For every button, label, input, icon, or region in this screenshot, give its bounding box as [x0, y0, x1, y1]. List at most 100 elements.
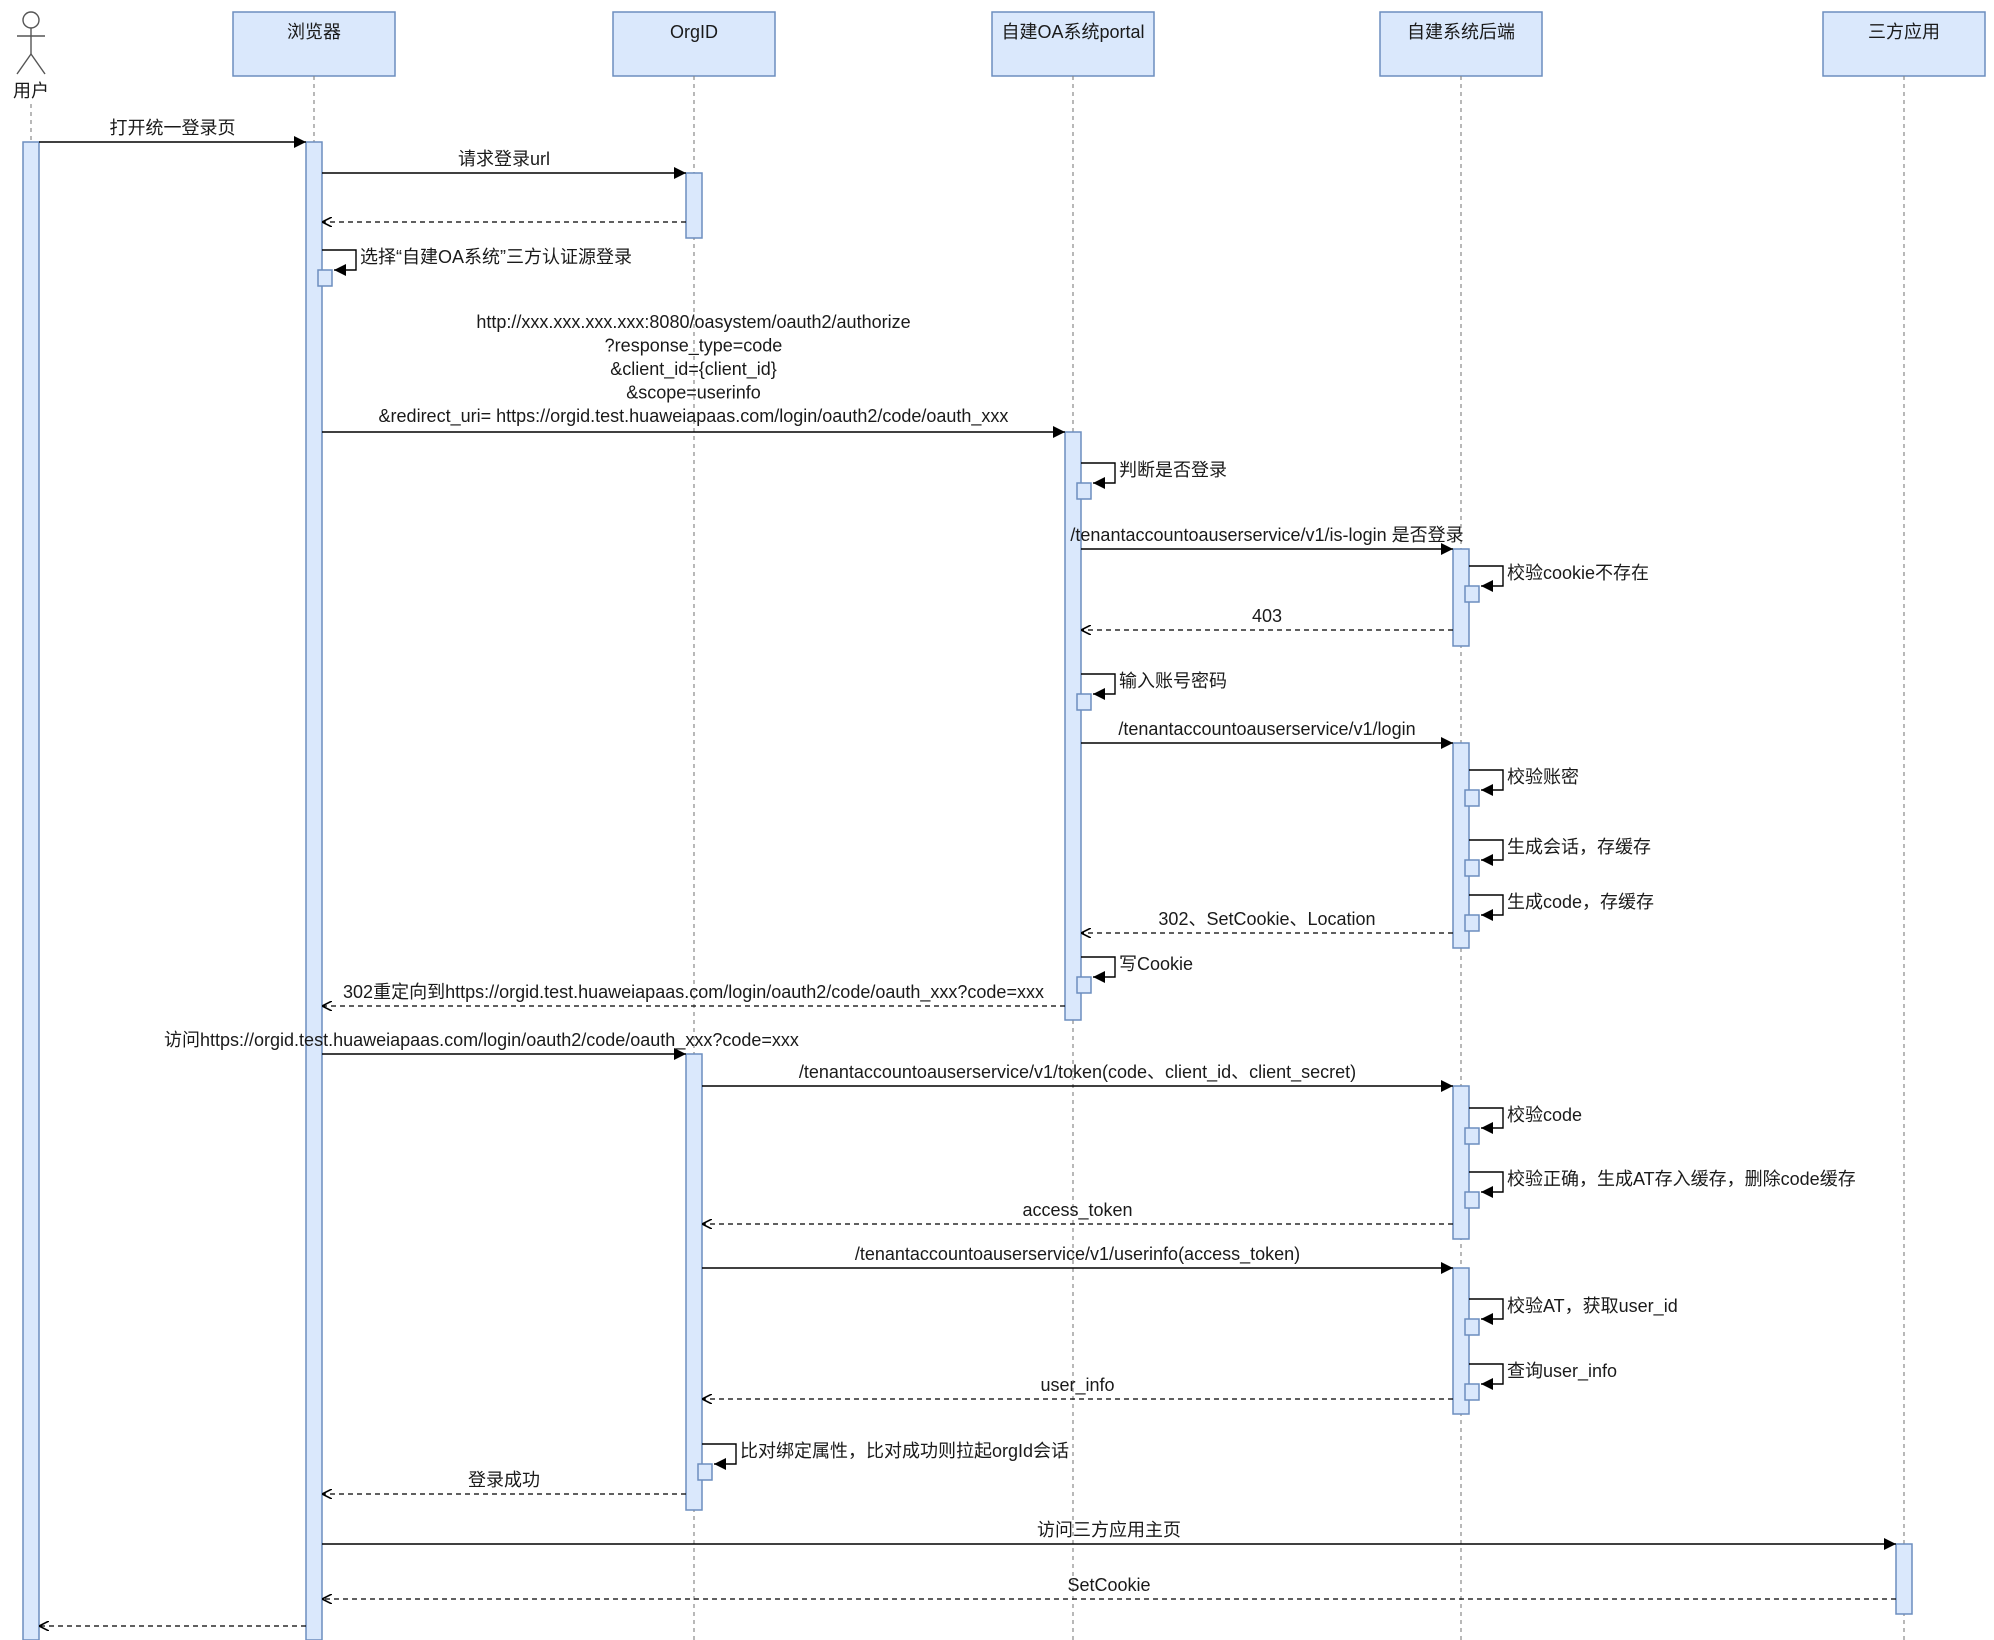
message-m15: 302、SetCookie、Location	[1081, 909, 1453, 933]
message-label-line: &scope=userinfo	[626, 383, 761, 403]
message-m2: 请求登录url	[322, 149, 686, 179]
nested-activation	[1464, 1191, 1480, 1209]
activation-bar	[685, 1053, 703, 1511]
message-label: 判断是否登录	[1119, 460, 1227, 480]
nested-activation	[697, 1463, 713, 1481]
self-message-arrow	[1469, 1363, 1504, 1390]
message-m20: 校验code	[1464, 1105, 1582, 1145]
message-label-line: &redirect_uri= https://orgid.test.huawei…	[379, 406, 1009, 427]
message-label: 302重定向到https://orgid.test.huaweiapaas.co…	[343, 982, 1044, 1003]
nested-activation	[1464, 585, 1480, 603]
self-message-arrow	[1469, 565, 1504, 592]
participant-portal: 自建OA系统portal	[991, 11, 1155, 77]
message-label: access_token	[1022, 1200, 1132, 1221]
message-m1: 打开统一登录页	[39, 118, 306, 148]
message-label: 查询user_info	[1507, 1361, 1617, 1382]
message-label: 写Cookie	[1119, 954, 1193, 974]
message-label: 302、SetCookie、Location	[1158, 909, 1375, 929]
message-label: 生成会话，存缓存	[1507, 837, 1651, 857]
participant-label: 自建系统后端	[1407, 22, 1515, 42]
nested-activation	[1076, 482, 1092, 500]
message-m5: http://xxx.xxx.xxx.xxx:8080/oasystem/oau…	[322, 312, 1065, 438]
nested-activation	[1464, 914, 1480, 932]
message-m9: 403	[1081, 606, 1453, 630]
participant-user: 用户	[13, 11, 49, 101]
message-m28: 登录成功	[322, 1470, 686, 1494]
message-label: 校验AT，获取user_id	[1507, 1296, 1678, 1317]
message-m24: 校验AT，获取user_id	[1464, 1296, 1678, 1336]
nested-activation	[1076, 976, 1092, 994]
nested-activation	[317, 269, 333, 287]
participant-label: 浏览器	[287, 22, 341, 42]
message-m27: 比对绑定属性，比对成功则拉起orgId会话	[697, 1441, 1069, 1481]
message-m25: 查询user_info	[1464, 1361, 1617, 1401]
message-label: /tenantaccountoauserservice/v1/token(cod…	[799, 1062, 1356, 1083]
participant-label: OrgID	[670, 22, 718, 42]
message-label: 比对绑定属性，比对成功则拉起orgId会话	[740, 1441, 1069, 1461]
participant-app: 三方应用	[1822, 11, 1986, 77]
message-label: 访问https://orgid.test.huaweiapaas.com/log…	[164, 1030, 799, 1051]
message-m10: 输入账号密码	[1076, 671, 1227, 711]
activation-bar	[305, 141, 323, 1640]
participant-label: 自建OA系统portal	[1001, 22, 1144, 42]
message-label: 校验正确，生成AT存入缓存，删除code缓存	[1507, 1169, 1856, 1189]
message-label-line: &client_id={client_id}	[610, 359, 777, 380]
message-m17: 302重定向到https://orgid.test.huaweiapaas.co…	[322, 982, 1065, 1006]
self-message-arrow	[1469, 839, 1504, 866]
activation-bar	[1452, 1267, 1470, 1415]
message-label: 校验账密	[1507, 767, 1579, 787]
message-m29: 访问三方应用主页	[322, 1520, 1896, 1550]
message-m12: 校验账密	[1464, 767, 1579, 807]
self-message-arrow	[1469, 894, 1504, 921]
message-label: 请求登录url	[458, 149, 550, 169]
message-label: 输入账号密码	[1119, 671, 1227, 691]
self-message-arrow	[1081, 673, 1116, 700]
self-message-arrow	[1469, 769, 1504, 796]
self-message-arrow	[1081, 956, 1116, 983]
message-m6: 判断是否登录	[1076, 460, 1227, 500]
message-m11: /tenantaccountoauserservice/v1/login	[1081, 719, 1453, 749]
message-label: 登录成功	[468, 1470, 540, 1490]
activation-bar	[1452, 1085, 1470, 1240]
nested-activation	[1464, 1127, 1480, 1145]
message-label: /tenantaccountoauserservice/v1/userinfo(…	[855, 1244, 1300, 1265]
message-label: 生成code，存缓存	[1507, 892, 1654, 912]
nested-activation	[1464, 1318, 1480, 1336]
message-label: /tenantaccountoauserservice/v1/login	[1118, 719, 1415, 739]
self-message-arrow	[1081, 462, 1116, 489]
message-label: 打开统一登录页	[110, 118, 236, 138]
message-m8: 校验cookie不存在	[1464, 563, 1649, 603]
self-message-arrow	[322, 249, 357, 276]
message-label: 403	[1252, 606, 1282, 626]
participant-label: 用户	[13, 81, 49, 101]
message-m4: 选择“自建OA系统”三方认证源登录	[317, 247, 632, 287]
message-m19: /tenantaccountoauserservice/v1/token(cod…	[702, 1062, 1453, 1092]
message-m26: user_info	[702, 1375, 1453, 1399]
message-label: 校验code	[1507, 1105, 1582, 1125]
participant-orgid: OrgID	[612, 11, 776, 77]
message-label: 访问三方应用主页	[1037, 1520, 1181, 1540]
self-message-arrow	[1469, 1171, 1504, 1198]
message-m13: 生成会话，存缓存	[1464, 837, 1651, 877]
message-m22: access_token	[702, 1200, 1453, 1224]
message-m23: /tenantaccountoauserservice/v1/userinfo(…	[702, 1244, 1453, 1274]
message-m7: /tenantaccountoauserservice/v1/is-login …	[1070, 525, 1464, 555]
self-message-arrow	[1469, 1298, 1504, 1325]
participant-label: 三方应用	[1868, 22, 1940, 42]
nested-activation	[1464, 789, 1480, 807]
message-m16: 写Cookie	[1076, 954, 1193, 994]
message-label: /tenantaccountoauserservice/v1/is-login …	[1070, 525, 1463, 545]
nested-activation	[1464, 859, 1480, 877]
nested-activation	[1464, 1383, 1480, 1401]
message-m14: 生成code，存缓存	[1464, 892, 1654, 932]
message-m30: SetCookie	[322, 1575, 1896, 1599]
activation-bar	[1064, 431, 1082, 1021]
message-label: user_info	[1040, 1375, 1114, 1396]
message-label-line: http://xxx.xxx.xxx.xxx:8080/oasystem/oau…	[476, 312, 910, 332]
activation-bar	[685, 172, 703, 239]
participant-box	[232, 11, 396, 77]
participant-browser: 浏览器	[232, 11, 396, 77]
activation-bar	[22, 141, 40, 1640]
message-label: 选择“自建OA系统”三方认证源登录	[360, 247, 632, 267]
